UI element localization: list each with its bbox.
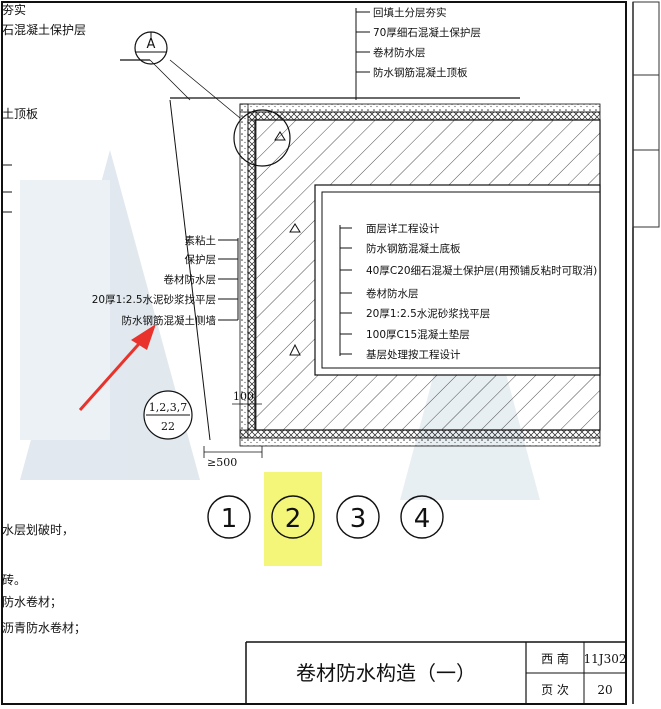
fragment-5: 砖。: [2, 572, 26, 587]
option-4: 4: [414, 504, 431, 534]
top-callouts: 回填土分层夯实 70厚细石混凝土保护层 卷材防水层 防水钢筋混凝土顶板: [356, 6, 481, 79]
detail-circle: [233, 109, 291, 167]
right-callouts: 面层详工程设计 防水钢筋混凝土底板 40厚C20细石混凝土保护层(用预铺反粘时可…: [340, 222, 597, 361]
detail-marker-letter: A: [147, 37, 156, 52]
right-callout-3: 40厚C20细石混凝土保护层(用预铺反粘时可取消): [366, 264, 597, 277]
section-reference: 1,2,3,7 22: [143, 390, 193, 440]
level-marker: [289, 343, 301, 356]
top-callout-3: 卷材防水层: [373, 46, 426, 59]
right-callout-4: 卷材防水层: [366, 287, 419, 300]
right-callout-6: 100厚C15混凝土垫层: [366, 328, 470, 341]
section-ref-top: 1,2,3,7: [149, 401, 187, 414]
atlas-label: 西 南: [541, 651, 569, 666]
top-callout-1: 回填土分层夯实: [373, 6, 447, 19]
page-label: 页 次: [541, 683, 569, 697]
left-callout-2: 保护层: [185, 253, 217, 266]
right-callout-7: 基层处理按工程设计: [366, 348, 461, 361]
dim-100: 100: [233, 390, 254, 403]
dim-500: ≥500: [207, 456, 237, 469]
signature-strip: [632, 1, 660, 228]
page-number: 20: [597, 683, 612, 697]
right-callout-1: 面层详工程设计: [366, 222, 440, 235]
left-callout-1: 素粘土: [185, 234, 217, 247]
option-2: 2: [285, 504, 302, 534]
atlas-number: 11J302: [584, 652, 627, 666]
left-callout-3: 卷材防水层: [164, 273, 217, 286]
left-callout-5: 防水钢筋混凝土侧墙: [122, 314, 217, 327]
fragment-7: 沥青防水卷材；: [2, 620, 86, 635]
right-callout-5: 20厚1:2.5水泥砂浆找平层: [366, 307, 490, 320]
option-1: 1: [221, 504, 238, 534]
red-arrow: [78, 324, 156, 411]
page-frame: [1, 1, 627, 705]
waterproof-layers: [239, 103, 601, 447]
drawing-title: 卷材防水构造（一）: [296, 661, 476, 685]
fragment-4: 水层划破时，: [2, 522, 74, 537]
fragment-6: 防水卷材；: [2, 594, 62, 609]
left-callout-4: 20厚1:2.5水泥砂浆找平层: [92, 293, 216, 306]
option-circles: 1 2 3 4: [207, 495, 444, 539]
option-3: 3: [350, 504, 367, 534]
title-block: 卷材防水构造（一） 西 南 11J302 页 次 20: [245, 641, 627, 704]
left-callouts: 素粘土 保护层 卷材防水层 20厚1:2.5水泥砂浆找平层 防水钢筋混凝土侧墙: [92, 234, 238, 327]
option-highlight: [264, 472, 322, 566]
section-ref-bottom: 22: [161, 420, 175, 433]
right-callout-2: 防水钢筋混凝土底板: [366, 242, 461, 255]
detail-marker: A: [120, 31, 191, 101]
fragment-2: 石混凝土保护层: [2, 22, 86, 37]
fragment-1: 夯实: [2, 2, 26, 17]
dimensions: 100 ≥500: [203, 390, 263, 469]
left-fragments: 夯实 石混凝土保护层 土顶板 水层划破时， 砖。 防水卷材； 沥青防水卷材；: [2, 2, 86, 635]
top-callout-4: 防水钢筋混凝土顶板: [373, 66, 468, 79]
slope-line: [169, 99, 211, 441]
top-callout-2: 70厚细石混凝土保护层: [373, 26, 481, 39]
fragment-3: 土顶板: [2, 107, 38, 121]
